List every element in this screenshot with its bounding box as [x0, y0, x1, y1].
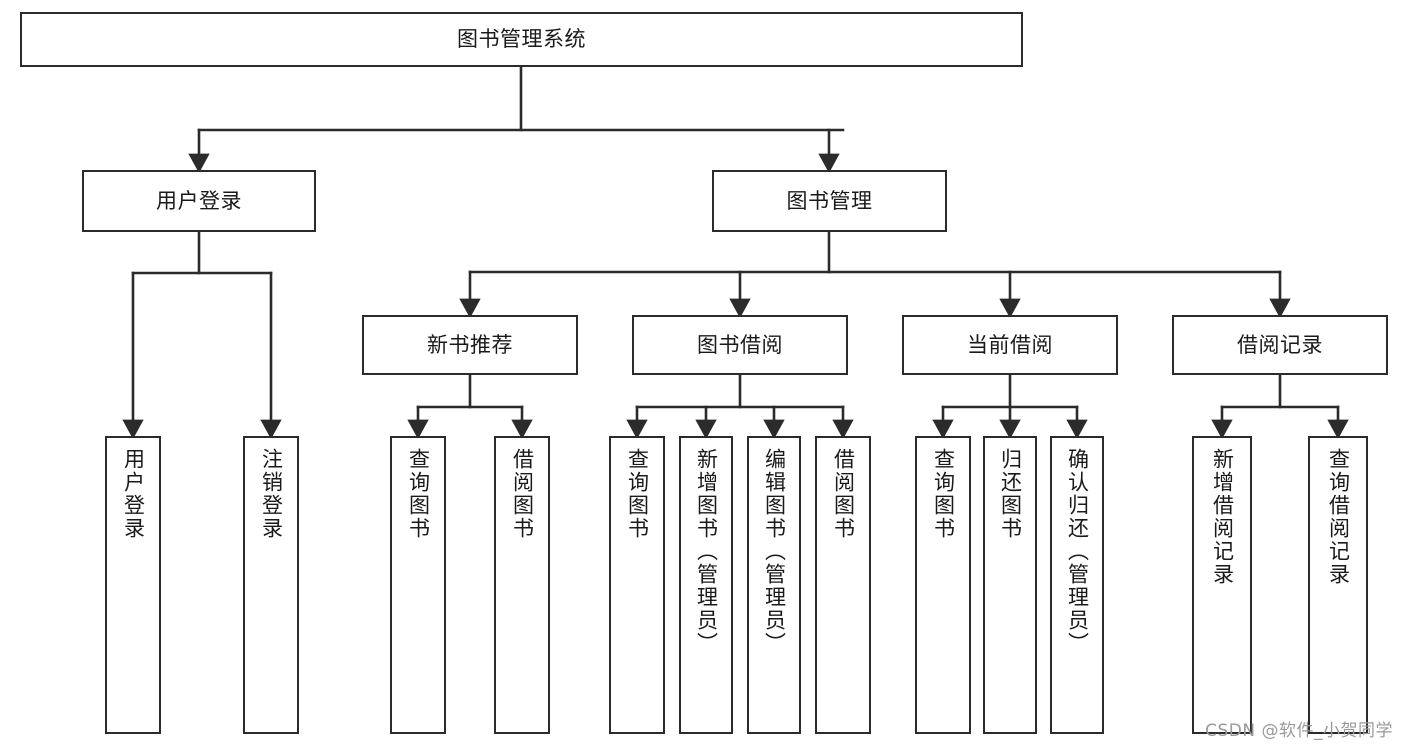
node-leaf-add-record[interactable]: 新增借阅记录: [1192, 436, 1252, 734]
node-leaf-query-book-3-label: 查询图书: [931, 448, 956, 540]
node-leaf-confirm-return[interactable]: 确认归还（管理员）: [1050, 436, 1104, 734]
node-leaf-query-book-2[interactable]: 查询图书: [609, 436, 665, 734]
node-current-borrow-label: 当前借阅: [967, 332, 1053, 357]
node-leaf-add-book[interactable]: 新增图书（管理员）: [679, 436, 733, 734]
node-leaf-borrow-book-2-label: 借阅图书: [831, 448, 856, 540]
node-leaf-query-book-3[interactable]: 查询图书: [915, 436, 971, 734]
node-book-manage[interactable]: 图书管理: [712, 170, 947, 232]
node-leaf-borrow-book-1-label: 借阅图书: [510, 448, 535, 540]
node-leaf-return-book-label: 归还图书: [998, 448, 1023, 540]
node-leaf-edit-book-label: 编辑图书（管理员）: [762, 448, 787, 655]
node-leaf-borrow-book-2[interactable]: 借阅图书: [815, 436, 871, 734]
node-leaf-return-book[interactable]: 归还图书: [983, 436, 1037, 734]
node-leaf-user-login-label: 用户登录: [121, 448, 146, 540]
node-book-borrow-label: 图书借阅: [697, 332, 783, 357]
node-new-book-rec[interactable]: 新书推荐: [362, 315, 578, 375]
node-leaf-add-book-label: 新增图书（管理员）: [694, 448, 719, 655]
node-user-login[interactable]: 用户登录: [82, 170, 316, 232]
node-borrow-record[interactable]: 借阅记录: [1172, 315, 1388, 375]
node-leaf-query-book-1[interactable]: 查询图书: [390, 436, 446, 734]
node-root-label: 图书管理系统: [457, 27, 586, 52]
node-leaf-query-book-1-label: 查询图书: [406, 448, 431, 540]
node-leaf-query-record[interactable]: 查询借阅记录: [1308, 436, 1368, 734]
node-root[interactable]: 图书管理系统: [20, 12, 1023, 67]
node-book-borrow[interactable]: 图书借阅: [632, 315, 848, 375]
node-leaf-borrow-book-1[interactable]: 借阅图书: [494, 436, 550, 734]
node-leaf-logout[interactable]: 注销登录: [243, 436, 299, 734]
node-leaf-user-login[interactable]: 用户登录: [105, 436, 161, 734]
node-leaf-add-record-label: 新增借阅记录: [1210, 448, 1235, 586]
node-leaf-logout-label: 注销登录: [259, 448, 284, 540]
node-book-manage-label: 图书管理: [786, 188, 873, 213]
node-user-login-label: 用户登录: [156, 188, 242, 213]
node-leaf-query-book-2-label: 查询图书: [625, 448, 650, 540]
node-leaf-query-record-label: 查询借阅记录: [1326, 448, 1351, 586]
node-current-borrow[interactable]: 当前借阅: [902, 315, 1118, 375]
csdn-watermark: CSDN @软件_小贺同学: [1205, 721, 1393, 741]
node-leaf-edit-book[interactable]: 编辑图书（管理员）: [747, 436, 801, 734]
node-borrow-record-label: 借阅记录: [1237, 332, 1323, 357]
node-leaf-confirm-return-label: 确认归还（管理员）: [1065, 448, 1090, 655]
node-new-book-rec-label: 新书推荐: [427, 332, 513, 357]
